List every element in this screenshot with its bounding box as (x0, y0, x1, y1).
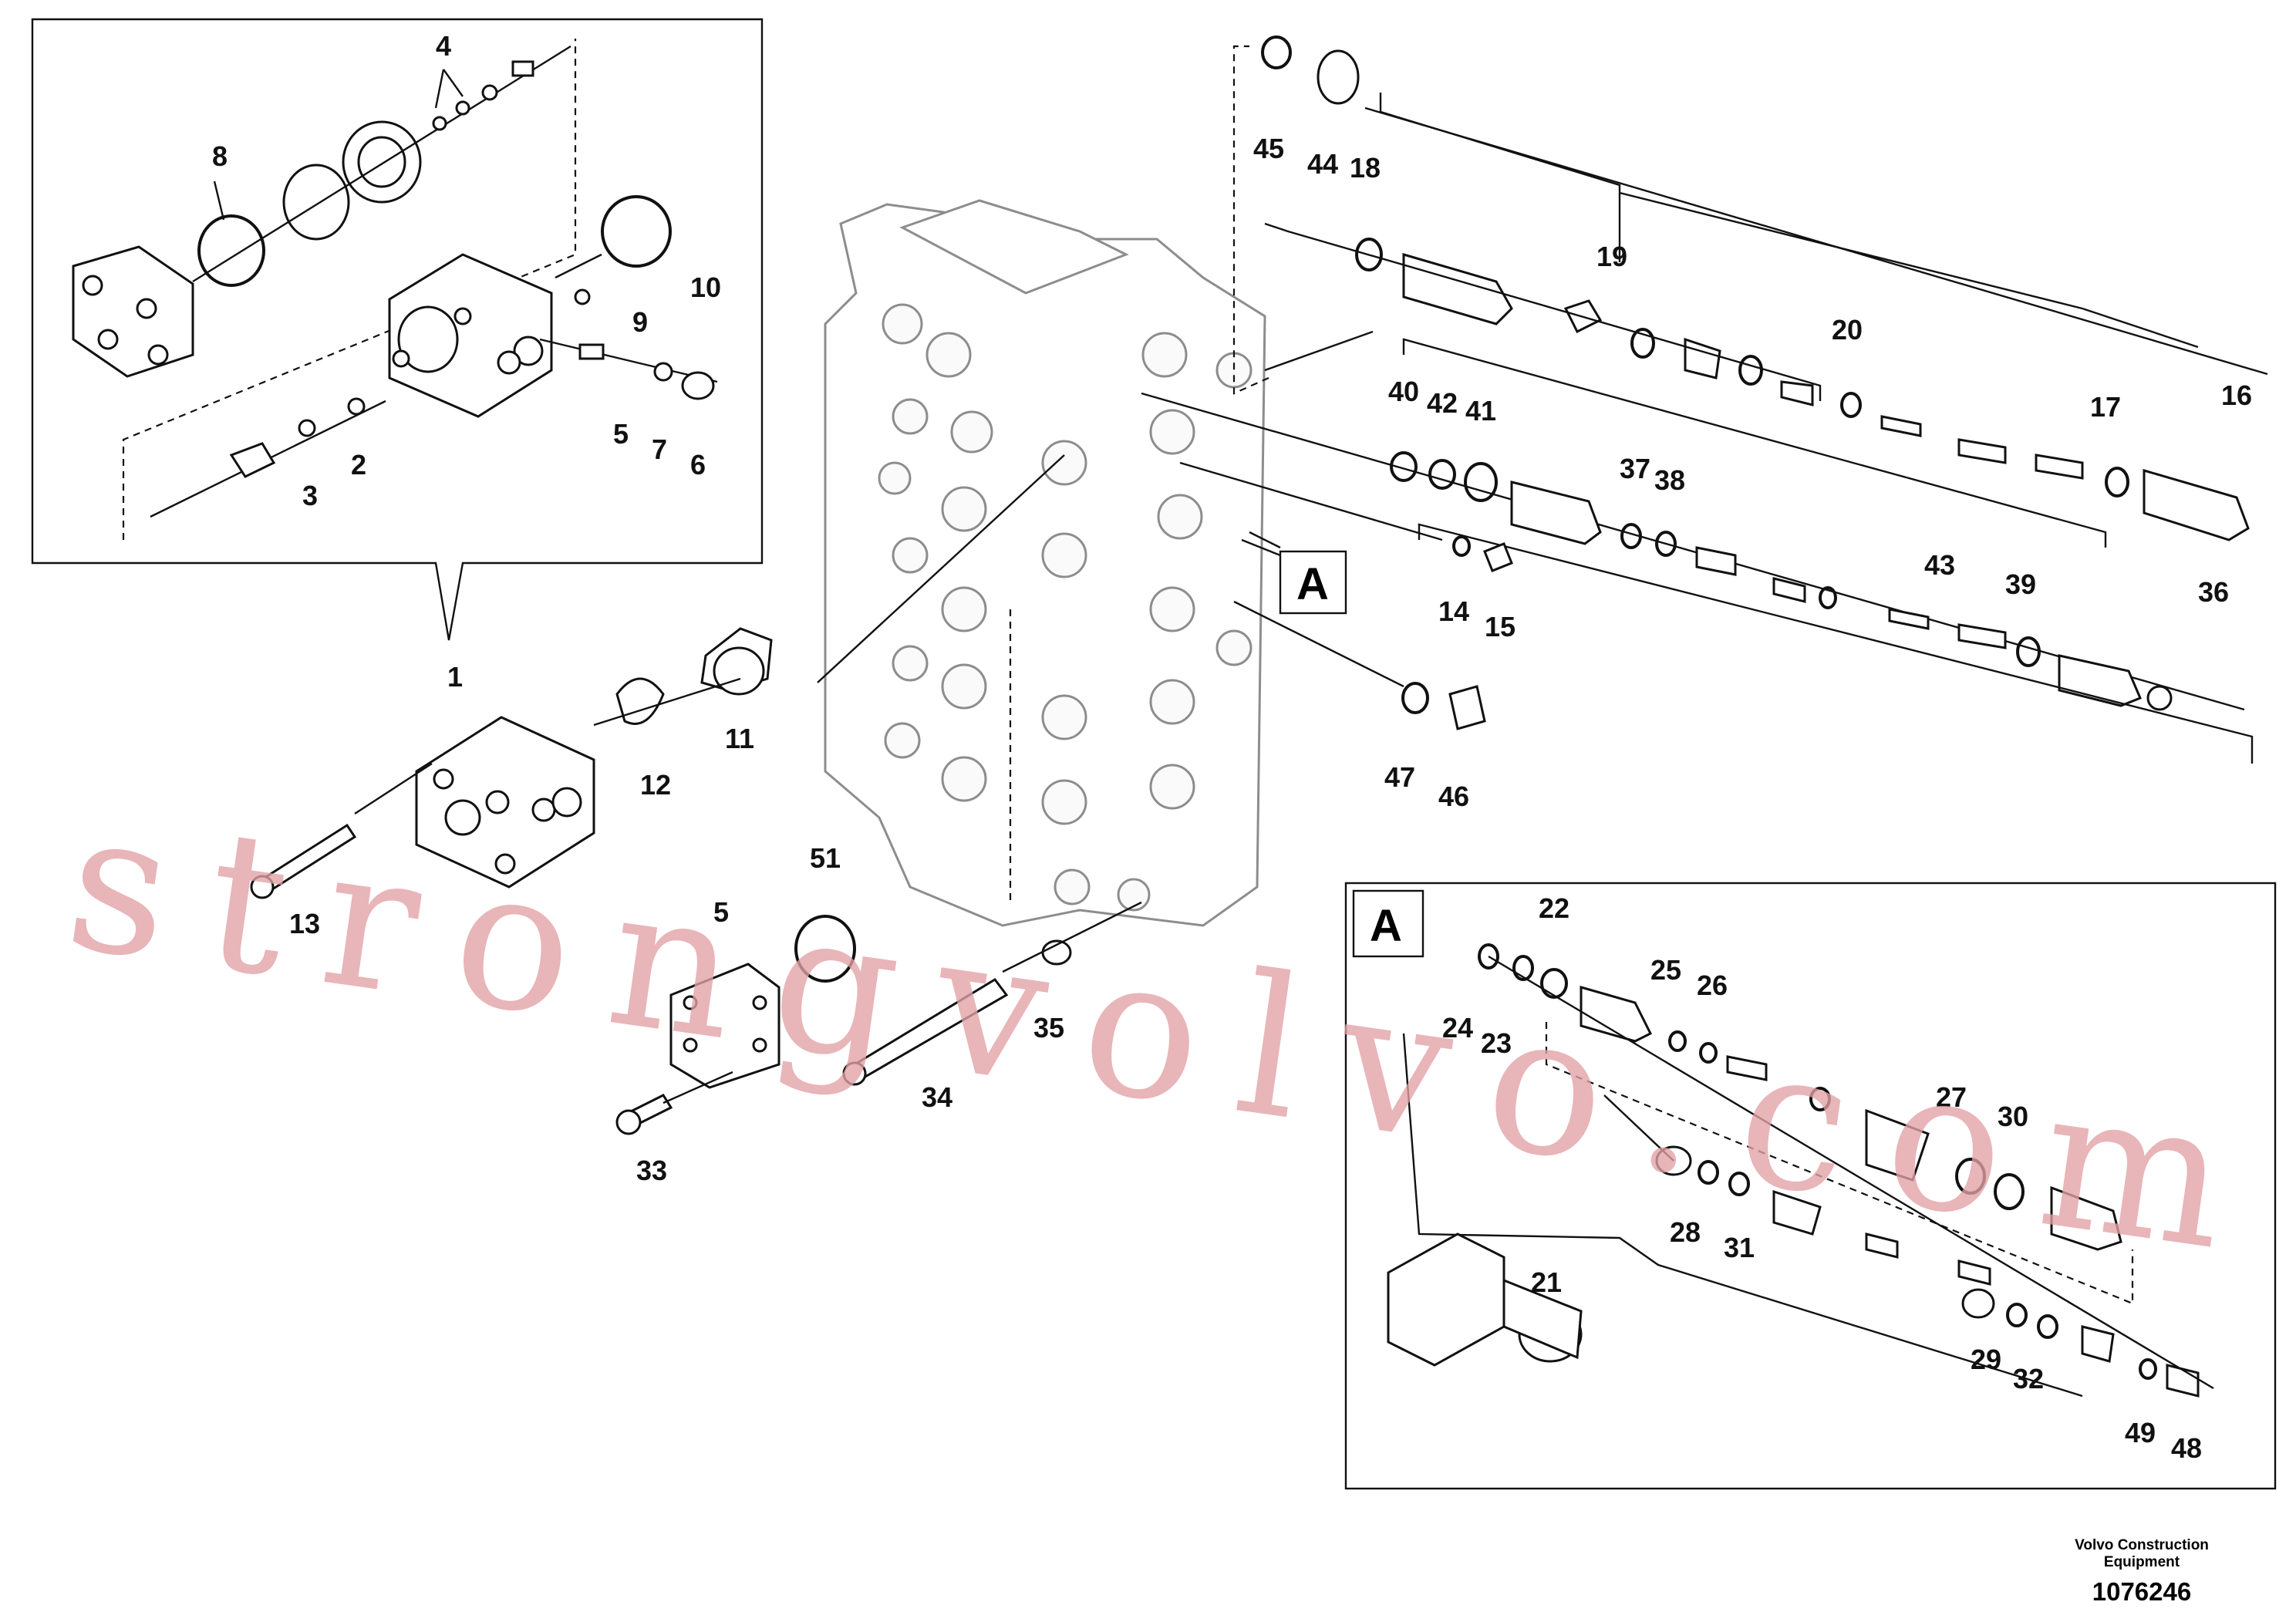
callout-42: 42 (1427, 387, 1458, 419)
callout-18: 18 (1350, 152, 1381, 184)
callout-43: 43 (1924, 549, 1955, 581)
callout-11: 11 (725, 723, 754, 754)
detail-box-a (1344, 882, 2277, 1490)
callout-7: 7 (652, 433, 667, 465)
callout-30: 30 (1998, 1101, 2028, 1132)
callout-5: 5 (613, 418, 629, 450)
part-number-callouts: 1 2 3 4 5 6 7 8 9 10 11 12 13 14 15 16 1… (212, 30, 2252, 1186)
detail-a-box-label: A (1370, 901, 1402, 951)
callout-22: 22 (1539, 892, 1569, 924)
callout-16: 16 (2221, 379, 2252, 411)
callout-3: 3 (302, 480, 318, 511)
callout-5b: 5 (713, 896, 729, 928)
callout-29: 29 (1971, 1344, 2001, 1375)
upper-right-assembly (1232, 35, 2268, 541)
callout-33: 33 (636, 1155, 667, 1186)
callout-4: 4 (436, 30, 451, 62)
callout-35: 35 (1033, 1012, 1064, 1044)
valve-block-body (824, 199, 1266, 927)
detail-a-marker-label: A (1296, 559, 1329, 609)
callout-21: 21 (1531, 1266, 1562, 1298)
callout-28: 28 (1670, 1216, 1701, 1248)
callout-32: 32 (2013, 1363, 2044, 1394)
callout-31: 31 (1724, 1232, 1755, 1263)
callout-13: 13 (289, 908, 320, 939)
callout-40: 40 (1388, 376, 1419, 407)
callout-51: 51 (810, 842, 841, 874)
footer-company: Volvo Construction Equipment (2075, 1537, 2209, 1570)
callout-48: 48 (2171, 1432, 2202, 1464)
lower-left-parts (250, 454, 1142, 1135)
callout-15: 15 (1485, 611, 1515, 642)
callout-9: 9 (632, 306, 648, 338)
callout-34: 34 (922, 1081, 952, 1113)
detail-a-callouts: 21 22 23 24 25 26 27 28 29 30 31 32 48 4… (1442, 892, 2202, 1464)
callout-46: 46 (1438, 781, 1469, 812)
callout-23: 23 (1481, 1027, 1512, 1059)
footer-block: Volvo Construction Equipment 1076246 (2057, 1537, 2227, 1607)
callout-24: 24 (1442, 1012, 1473, 1044)
callout-14: 14 (1438, 595, 1469, 627)
detail-box-valve-section (31, 18, 764, 641)
callout-37: 37 (1620, 453, 1650, 484)
callout-47: 47 (1384, 761, 1415, 793)
callout-6: 6 (690, 449, 706, 481)
detail-a-marker: A (1241, 538, 1347, 615)
callout-41: 41 (1465, 395, 1496, 427)
callout-20: 20 (1832, 314, 1863, 346)
callout-17: 17 (2090, 391, 2121, 423)
callout-19: 19 (1596, 241, 1627, 272)
callout-26: 26 (1697, 969, 1728, 1001)
callout-8: 8 (212, 140, 228, 172)
callout-44: 44 (1307, 148, 1338, 180)
footer-part-number: 1076246 (2092, 1577, 2192, 1606)
callout-2: 2 (351, 449, 366, 481)
middle-right-assembly (1141, 338, 2254, 764)
callout-45: 45 (1253, 133, 1284, 164)
callout-39: 39 (2005, 568, 2036, 600)
callout-10: 10 (690, 271, 721, 303)
callout-1: 1 (447, 661, 463, 693)
callout-25: 25 (1650, 954, 1681, 986)
callout-49: 49 (2125, 1417, 2156, 1448)
callout-38: 38 (1654, 464, 1685, 496)
callout-36: 36 (2198, 576, 2229, 608)
callout-12: 12 (640, 769, 671, 801)
callout-27: 27 (1936, 1081, 1967, 1113)
